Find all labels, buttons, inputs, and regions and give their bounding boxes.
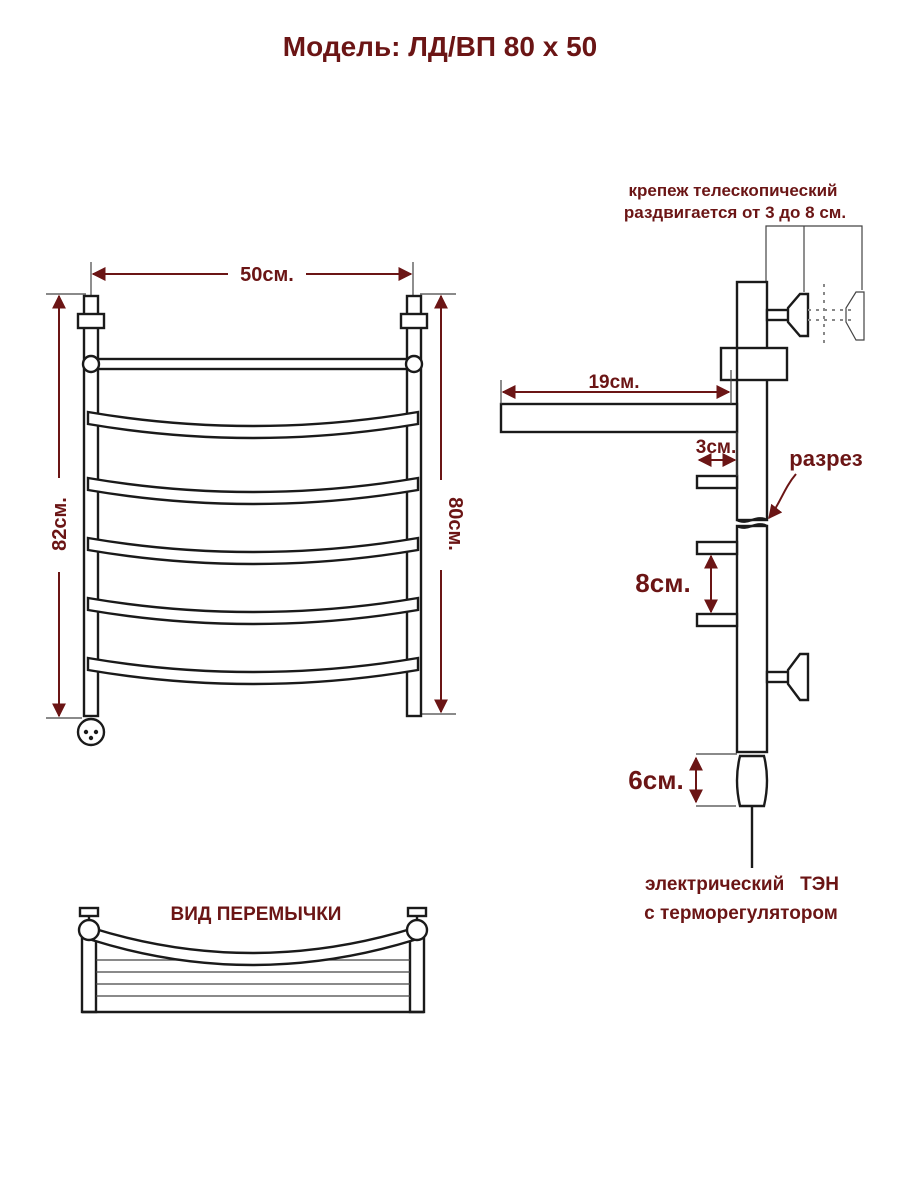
- front-view: 50см. 82см. 80см.: [46, 262, 466, 747]
- jumper-view-title: ВИД ПЕРЕМЫЧКИ: [171, 904, 342, 925]
- depth-label: 19см.: [588, 372, 639, 393]
- spacing-label: 8см.: [635, 568, 690, 598]
- diagram-title: Модель: ЛД/ВП 80 х 50: [283, 31, 597, 62]
- mount-note-line1: крепеж телескопический: [628, 181, 837, 200]
- section-label: разрез: [789, 446, 863, 471]
- mount-note-line2: раздвигается от 3 до 8 см.: [624, 203, 846, 222]
- heater-caption-line1: электрический ТЭН: [645, 874, 839, 895]
- heater-element-icon: [735, 754, 769, 808]
- heater-size-label: 6см.: [628, 765, 683, 795]
- width-dimension-label: 50см.: [240, 264, 294, 286]
- right-height-label: 80см.: [444, 497, 466, 551]
- side-view: крепеж телескопический раздвигается от 3…: [499, 181, 865, 924]
- jumper-view: ВИД ПЕРЕМЫЧКИ: [77, 904, 429, 1014]
- offset-label: 3см.: [696, 437, 736, 458]
- left-height-label: 82см.: [49, 497, 71, 551]
- heater-plug-icon: [76, 717, 106, 747]
- heater-caption-line2: с терморегулятором: [644, 903, 838, 924]
